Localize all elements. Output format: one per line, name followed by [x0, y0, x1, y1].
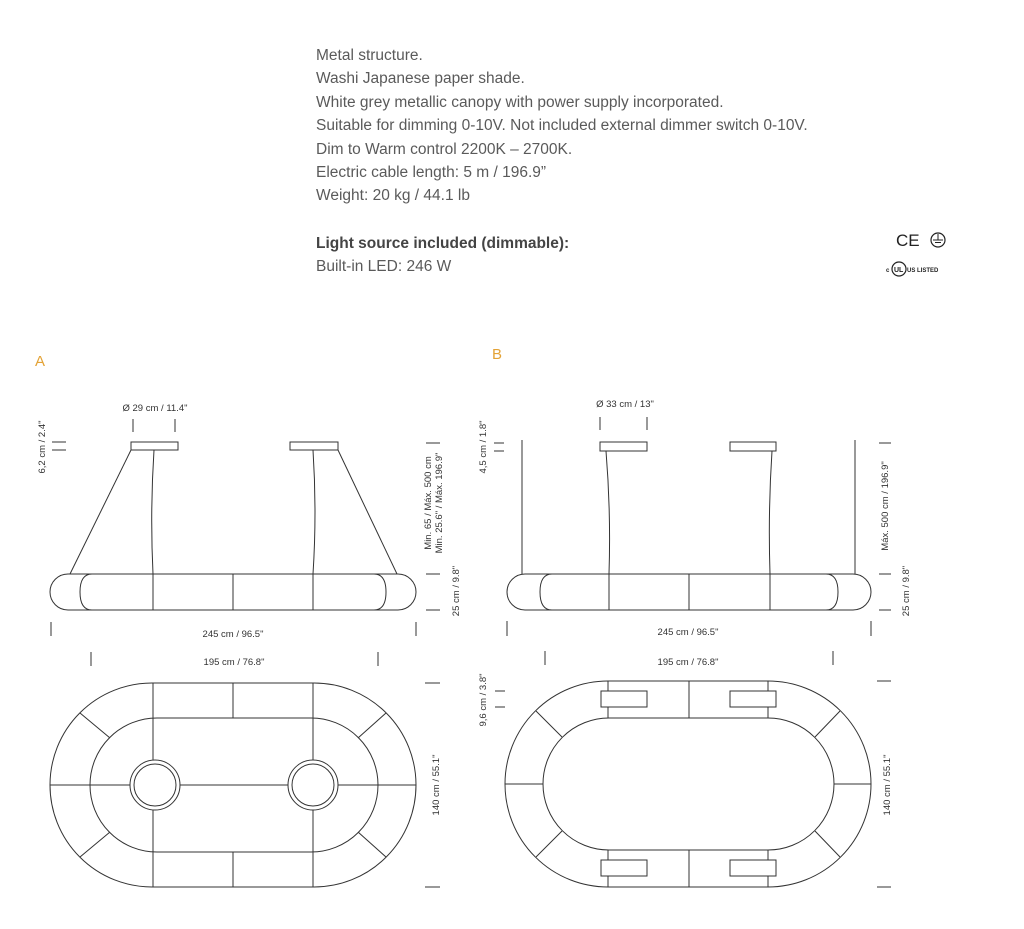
earth-ground-icon: [930, 232, 946, 248]
spec-line: Electric cable length: 5 m / 196.9”: [316, 164, 547, 182]
spec-line: White grey metallic canopy with power su…: [316, 93, 724, 111]
drawing-a-dimensions: Ø 29 cm / 11.4" 6,2 cm / 2.4" Min. 65 / …: [37, 403, 462, 888]
drawing-b-plan: [504, 680, 872, 888]
spec-line: Weight: 20 kg / 44.1 lb: [316, 187, 470, 205]
suspension-cm-label: Min. 65 / Máx. 500 cm: [423, 456, 434, 550]
specifications-text: Metal structure. Washi Japanese paper sh…: [316, 44, 808, 279]
canopy-depth-label: 9,6 cm / 3.8": [478, 673, 489, 726]
light-source-value: Built-in LED: 246 W: [316, 258, 452, 276]
ring-height-label: 25 cm / 9.8": [451, 566, 462, 616]
drawing-a-label: A: [35, 353, 45, 370]
drawing-b-label: B: [492, 346, 502, 363]
drawing-b-dimensions: Ø 33 cm / 13" 4,5 cm / 1.8" Máx. 500 cm …: [478, 399, 912, 888]
inner-length-label: 195 cm / 76.8": [204, 657, 265, 668]
canopy-height-label: 6,2 cm / 2.4": [37, 420, 48, 473]
ring-height-label: 25 cm / 9.8": [901, 566, 912, 616]
svg-text:US LISTED: US LISTED: [907, 268, 939, 274]
width-label: 140 cm / 55.1": [431, 755, 442, 816]
drawing-b-elevation: [506, 440, 872, 611]
spec-line: Dim to Warm control 2200K – 2700K.: [316, 140, 573, 158]
spec-line: Suitable for dimming 0-10V. Not included…: [316, 117, 808, 135]
suspension-label: Máx. 500 cm / 196.9": [880, 461, 891, 550]
certification-marks: CE c UL US LISTED: [886, 231, 946, 277]
svg-text:UL: UL: [894, 267, 904, 274]
spec-line: Metal structure.: [316, 47, 423, 64]
canopy-diameter-label: Ø 29 cm / 11.4": [123, 403, 188, 414]
light-source-heading: Light source included (dimmable):: [316, 234, 570, 252]
ce-mark-icon: CE: [896, 231, 920, 250]
width-label: 140 cm / 55.1": [882, 755, 893, 816]
total-length-label: 245 cm / 96.5": [658, 627, 719, 638]
drawing-a-plan: [49, 682, 417, 888]
ul-listed-icon: c UL US LISTED: [886, 261, 939, 277]
suspension-in-label: Min. 25.6" / Máx. 196.9": [434, 453, 445, 554]
spec-line: Washi Japanese paper shade.: [316, 70, 525, 88]
canopy-size-label: Ø 33 cm / 13": [596, 399, 654, 410]
total-length-label: 245 cm / 96.5": [203, 629, 264, 640]
inner-length-label: 195 cm / 76.8": [658, 657, 719, 668]
svg-text:c: c: [886, 268, 890, 274]
canopy-height-label: 4,5 cm / 1.8": [478, 420, 489, 473]
drawing-a-elevation: [49, 441, 417, 611]
